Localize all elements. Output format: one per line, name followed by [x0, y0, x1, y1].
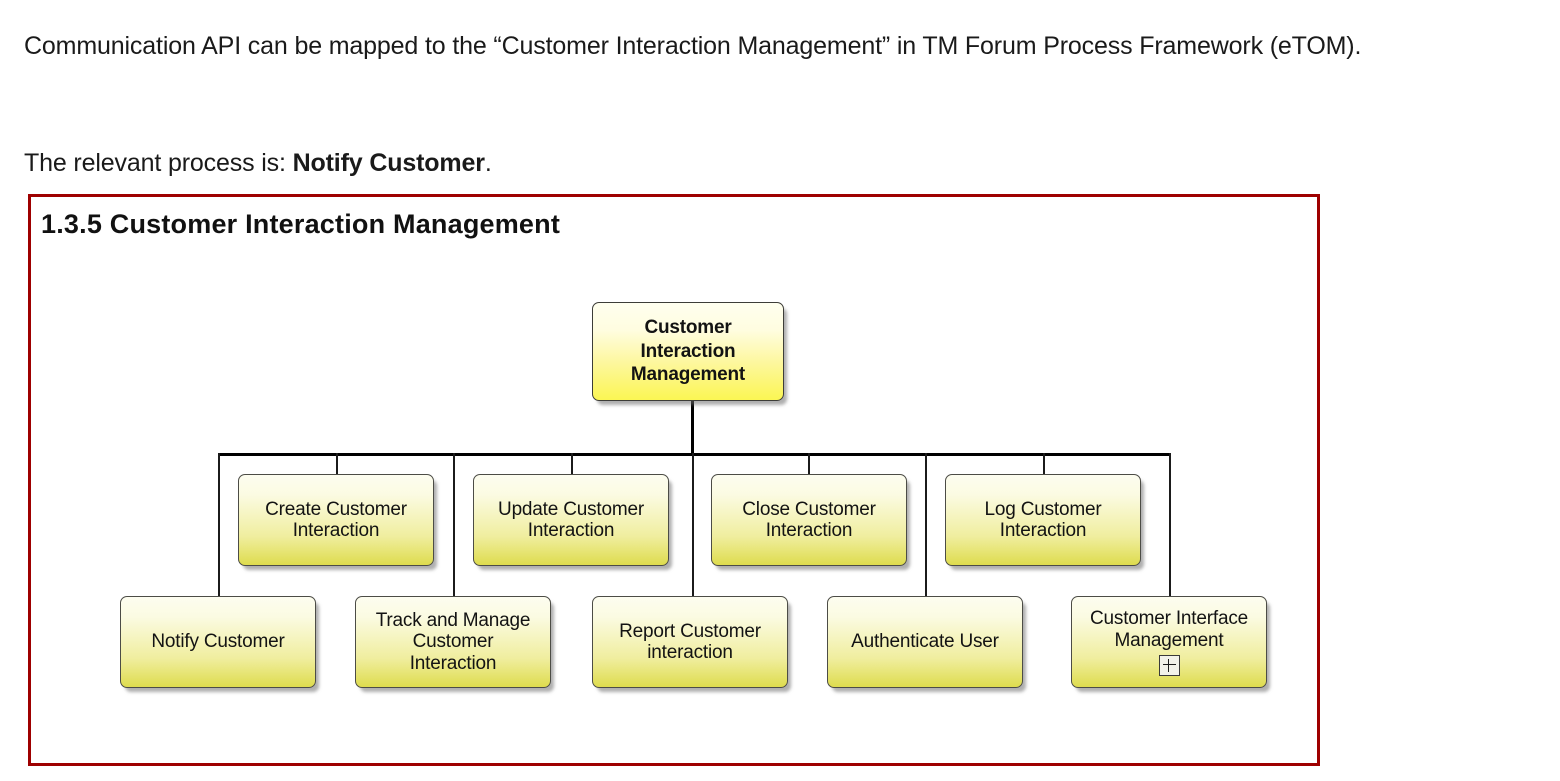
plus-box-icon[interactable]	[1158, 654, 1180, 676]
node-label: Report Customer interaction	[619, 620, 761, 663]
connector-bus	[218, 453, 1171, 456]
connector-bus-to-notify-customer	[218, 453, 220, 597]
org-chart-canvas: Customer Interaction Management Create C…	[31, 197, 1323, 769]
node-label: Track and Manage Customer Interaction	[375, 610, 531, 674]
node-label: Log Customer Interaction	[984, 498, 1102, 541]
connector-bus-to-close-customer-interaction	[808, 453, 810, 475]
node-label: Close Customer Interaction	[742, 498, 876, 541]
node-report-customer-interaction[interactable]: Report Customer interaction	[592, 596, 788, 688]
node-content: Customer Interface Management	[1084, 608, 1254, 676]
node-label: Customer Interface Management	[1090, 608, 1248, 651]
node-customer-interface-management[interactable]: Customer Interface Management	[1071, 596, 1267, 688]
connector-root-stem	[691, 401, 694, 454]
connector-bus-to-authenticate-user	[925, 453, 927, 597]
node-label: Update Customer Interaction	[498, 498, 644, 541]
connector-bus-to-update-customer-interaction	[571, 453, 573, 475]
connector-bus-to-report-customer-interaction	[692, 453, 694, 597]
node-authenticate-user[interactable]: Authenticate User	[827, 596, 1023, 688]
node-update-customer-interaction[interactable]: Update Customer Interaction	[473, 474, 669, 566]
diagram-title: 1.3.5 Customer Interaction Management	[41, 209, 561, 239]
node-close-customer-interaction[interactable]: Close Customer Interaction	[711, 474, 907, 566]
node-label: Customer Interaction Management	[630, 317, 746, 386]
intro-paragraph: Communication API can be mapped to the “…	[24, 32, 1362, 60]
node-log-customer-interaction[interactable]: Log Customer Interaction	[945, 474, 1141, 566]
node-customer-interaction-management-root[interactable]: Customer Interaction Management	[592, 302, 784, 401]
connector-bus-to-log-customer-interaction	[1043, 453, 1045, 475]
process-suffix-text: .	[484, 149, 492, 177]
node-label: Authenticate User	[851, 631, 999, 653]
node-create-customer-interaction[interactable]: Create Customer Interaction	[238, 474, 434, 566]
connector-bus-to-create-customer-interaction	[336, 453, 338, 475]
node-notify-customer[interactable]: Notify Customer	[120, 596, 316, 688]
node-label: Create Customer Interaction	[265, 498, 407, 541]
process-prefix-text: The relevant process is:	[24, 149, 293, 177]
connector-bus-to-track-and-manage	[453, 453, 455, 597]
process-name-text: Notify Customer	[292, 149, 485, 177]
node-label: Notify Customer	[151, 631, 285, 653]
process-paragraph: The relevant process is: Notify Customer…	[24, 146, 1524, 182]
node-track-and-manage-customer-interaction[interactable]: Track and Manage Customer Interaction	[355, 596, 551, 688]
connector-bus-to-customer-interface-management	[1169, 453, 1171, 597]
process-diagram-frame: 1.3.5 Customer Interaction Management Cu…	[28, 194, 1320, 766]
